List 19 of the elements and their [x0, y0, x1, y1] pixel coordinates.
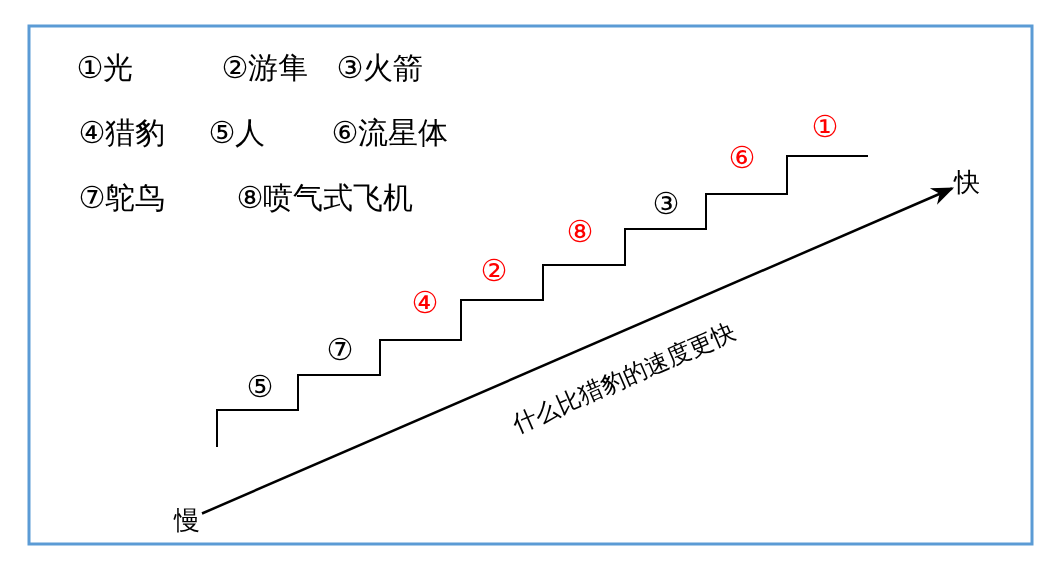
step-number: ⑧ [566, 217, 594, 247]
legend-item: ①光 [76, 53, 134, 83]
step-number: ⑦ [326, 335, 354, 365]
arrow [201, 187, 955, 515]
legend-item: ⑧喷气式飞机 [236, 183, 414, 213]
legend-item: ⑤人 [208, 118, 266, 148]
legend-item: ⑥流星体 [331, 118, 449, 148]
legend-item: ③火箭 [336, 53, 424, 83]
legend-item: ②游隼 [221, 53, 309, 83]
axis-end-label: 快 [954, 169, 980, 195]
step-number: ⑥ [728, 143, 756, 173]
step-number: ③ [652, 189, 680, 219]
step-number: ② [480, 256, 508, 286]
step-number: ① [811, 112, 839, 142]
step-number: ④ [411, 288, 439, 318]
legend-item: ④猎豹 [78, 118, 166, 148]
step-number: ⑤ [246, 372, 274, 402]
axis-end-label: 慢 [174, 507, 200, 533]
legend-item: ⑦鸵鸟 [78, 183, 166, 213]
